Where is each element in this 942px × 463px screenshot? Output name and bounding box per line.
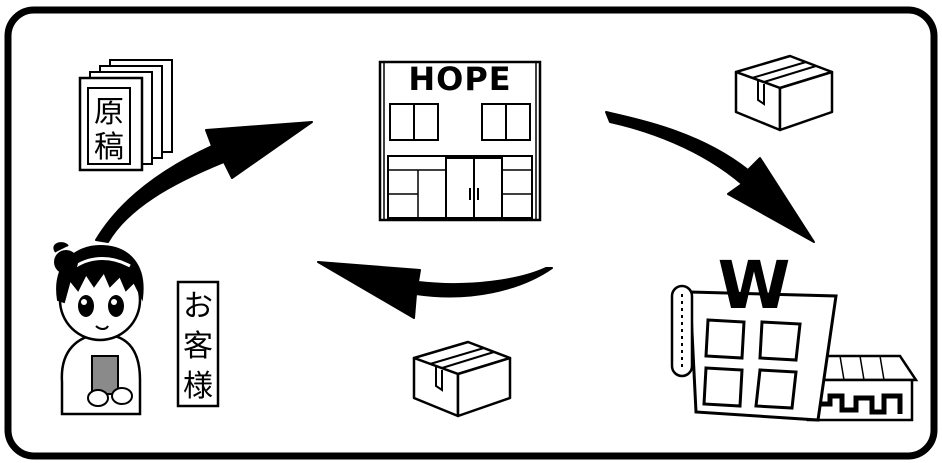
customer-label-3: 様 xyxy=(183,369,213,404)
arrow-customer-to-hope xyxy=(95,121,313,243)
customer-label-1: お xyxy=(183,289,213,324)
customer-label: お 客 様 xyxy=(176,280,220,408)
package-box-icon xyxy=(734,54,834,132)
printer-factory: W xyxy=(670,247,919,422)
package-box-icon xyxy=(412,340,512,418)
manuscript-label-2: 稿 xyxy=(94,130,124,165)
manuscript-label-1: 原 xyxy=(94,95,124,130)
customer-label-2: 客 xyxy=(183,329,213,364)
manuscript-icon: 原 稿 xyxy=(78,59,173,172)
arrow-printer-to-customer xyxy=(317,261,553,319)
arrow-hope-to-printer xyxy=(605,111,815,243)
hope-building: HOPE xyxy=(378,60,542,222)
customer-avatar xyxy=(53,242,144,416)
printer-sign: W xyxy=(718,247,791,324)
book-icon xyxy=(91,355,119,395)
hope-sign: HOPE xyxy=(408,60,511,98)
